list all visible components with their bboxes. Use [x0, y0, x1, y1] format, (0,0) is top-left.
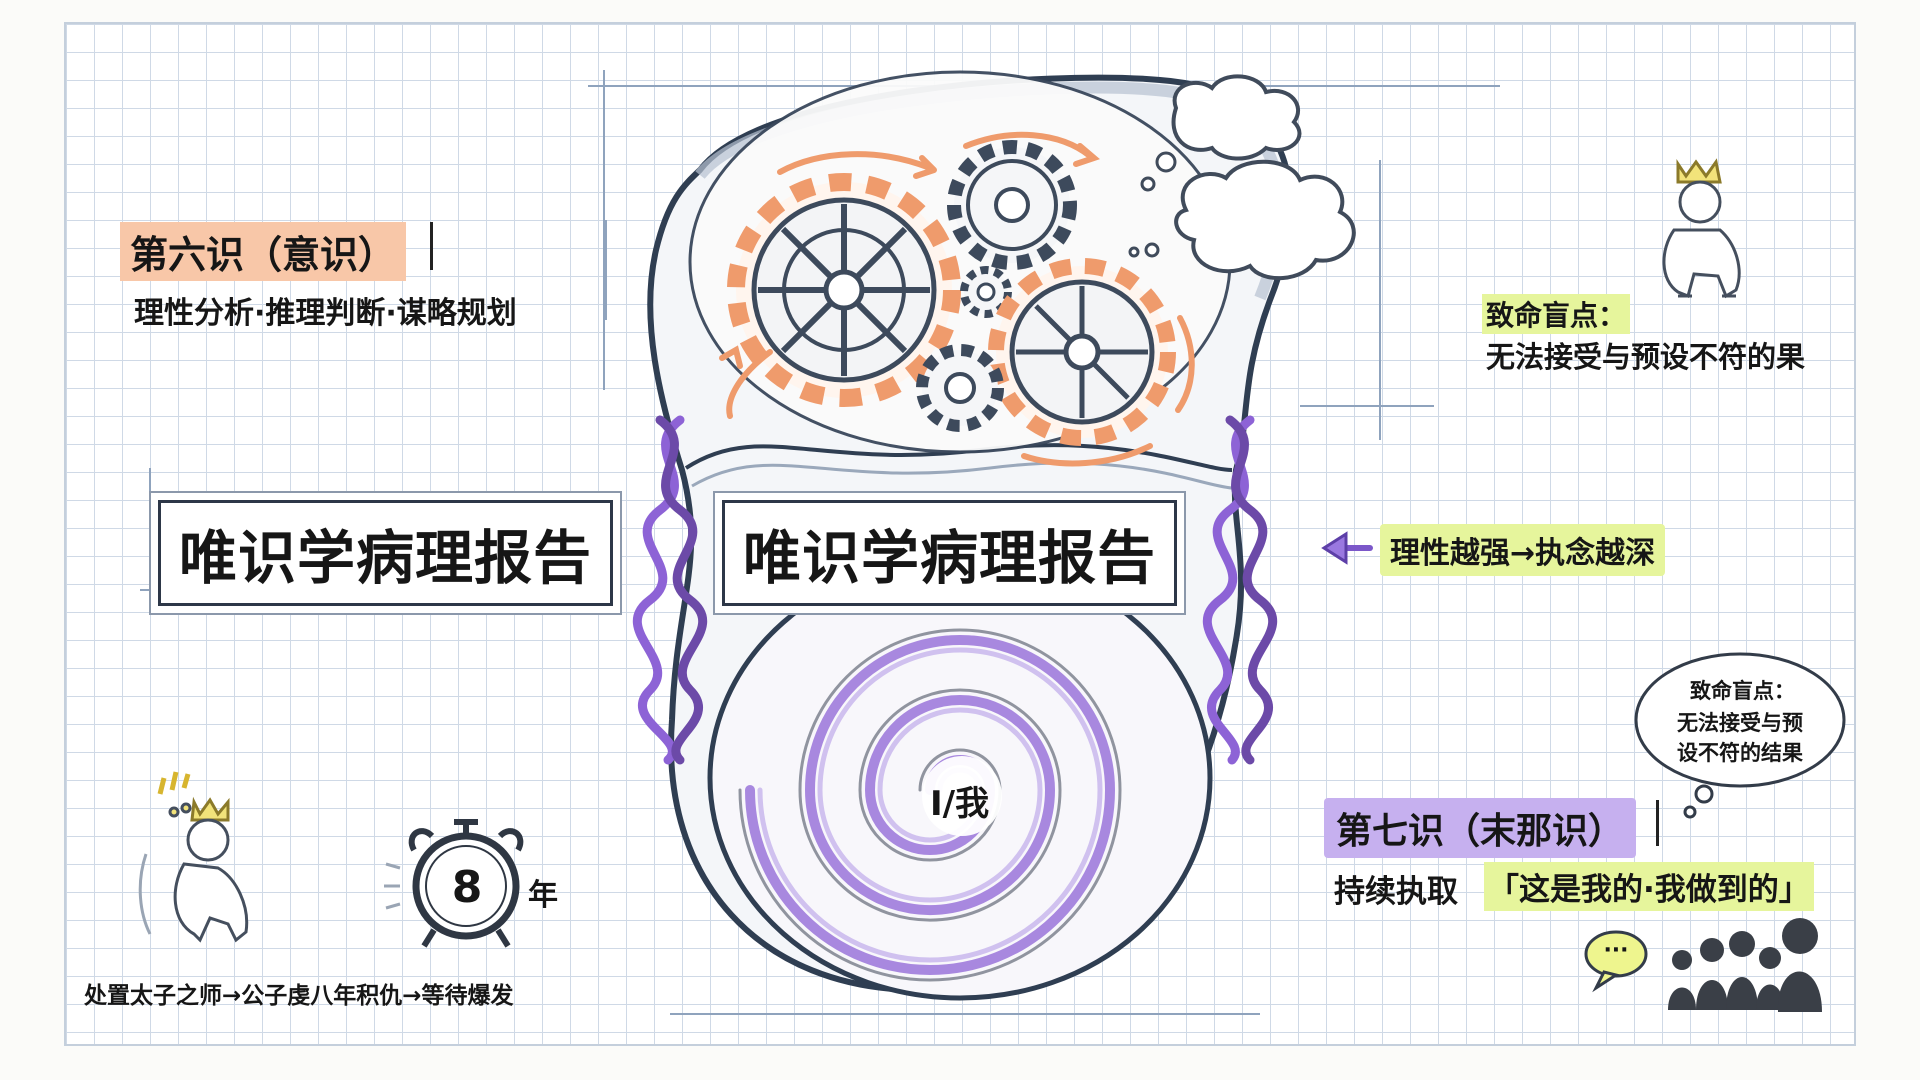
bubble-line-2: 无法接受与预	[1677, 711, 1803, 735]
chat-bubble-dots: ···	[1603, 938, 1629, 963]
timer-number: 8	[451, 862, 483, 913]
arrow-note-label: 理性越强→执念越深	[1380, 524, 1666, 576]
bubble-text: 致命盲点：	[1690, 676, 1795, 706]
fatal-blind-spot-heading: 致命盲点：	[1482, 294, 1631, 334]
bubble-line-1: 致命盲点：	[1690, 679, 1795, 703]
chain-right	[1202, 415, 1278, 765]
gear-icon	[947, 140, 1077, 270]
sixth-consciousness-description: 理性分析·推理判断·谋略规划	[134, 296, 517, 331]
crowd-icon	[1668, 918, 1822, 1012]
crown-icon	[1676, 158, 1722, 184]
crowned-figure	[138, 771, 249, 943]
gear-icon	[727, 173, 961, 407]
timer-unit: 年	[528, 878, 558, 913]
self-core-label: I/我	[930, 784, 990, 824]
crown-icon	[190, 796, 230, 822]
alarm-clock-icon	[384, 819, 524, 948]
page-title-center: 唯识学病理报告	[722, 500, 1178, 606]
gear-icon	[988, 258, 1176, 446]
seventh-consciousness-quote: 「这是我的·我做到的」	[1484, 862, 1814, 911]
crowned-figure	[1662, 158, 1741, 299]
cloud-icon	[1171, 74, 1302, 161]
text-cursor	[430, 222, 433, 270]
speech-bubble-icon	[1584, 930, 1648, 993]
arrow-left-icon	[1321, 531, 1373, 565]
cloud-icon	[1174, 159, 1356, 281]
bottom-caption: 处置太子之师→公子虔八年积仇→等待爆发	[84, 983, 514, 1009]
page-title-left: 唯识学病理报告	[158, 500, 614, 606]
sixth-consciousness-heading: 第六识（意识）	[120, 222, 407, 281]
chain-left	[632, 415, 708, 765]
seventh-consciousness-prefix: 持续执取	[1334, 874, 1458, 910]
thought-dots	[1128, 151, 1177, 258]
gear-icon	[916, 344, 1004, 432]
seventh-consciousness-heading: 第七识（末那识）	[1324, 798, 1637, 858]
fatal-blind-spot-text: 无法接受与预设不符的果	[1486, 340, 1806, 374]
speech-bubble-icon	[1634, 652, 1846, 819]
bubble-line-3: 设不符的结果	[1677, 741, 1803, 765]
rotation-arrows	[719, 131, 1195, 467]
text-cursor	[1656, 800, 1659, 846]
gear-icon	[960, 266, 1012, 318]
